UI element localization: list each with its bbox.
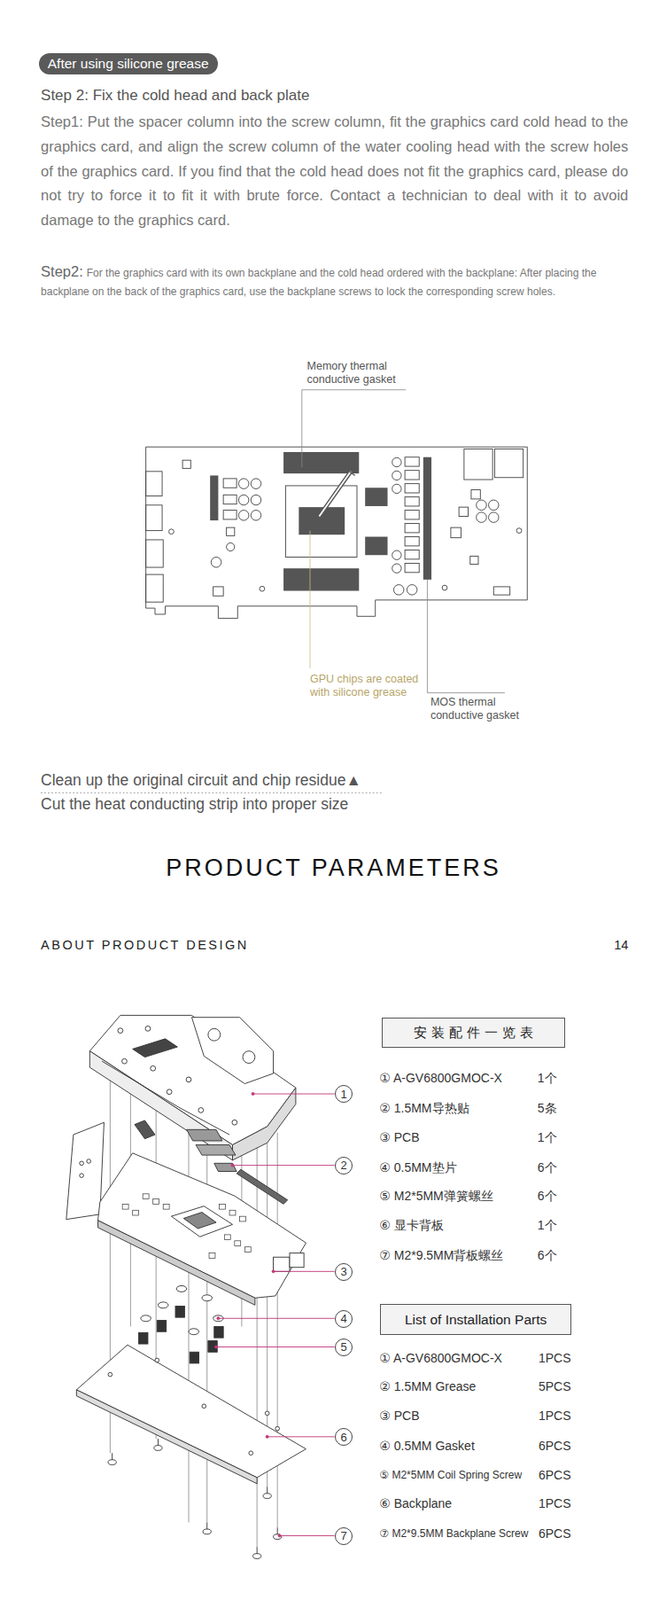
parts-qty: 1个	[537, 1070, 558, 1086]
heading-text: List of Installation Parts	[404, 1310, 547, 1327]
parts-item: ③ PCB	[379, 1129, 419, 1145]
parts-item: ① A-GV6800GMOC-X	[379, 1070, 503, 1086]
callout-text: 7	[340, 1527, 347, 1542]
part-label: Memory thermal conductive gasket	[307, 359, 410, 387]
parts-qty: 5PCS	[538, 1378, 572, 1394]
parts-qty: 6个	[537, 1187, 558, 1203]
parts-qty: 1PCS	[538, 1495, 572, 1511]
callout-number: 4	[334, 1309, 353, 1327]
parts-item: ② 1.5MM导热贴	[379, 1100, 469, 1116]
note-text: Clean up the original circuit and chip r…	[40, 770, 362, 790]
parts-item: ② 1.5MM Grease	[379, 1378, 476, 1394]
step-paragraph: Step1: Put the spacer column into the sc…	[40, 109, 629, 233]
pill-text: After using silicone grease	[47, 55, 210, 72]
syringe-icon	[318, 469, 355, 517]
parts-qty: 6个	[537, 1247, 558, 1263]
step-label: Step2:	[40, 263, 84, 280]
step-text: For the graphics card with its own backp…	[40, 266, 597, 298]
parts-item: ⑤ M2*5MM弹簧螺丝	[379, 1187, 493, 1203]
callout-text: 5	[340, 1339, 347, 1353]
callout-number: 2	[334, 1155, 353, 1174]
parts-item: ⑥ Backplane	[379, 1495, 452, 1511]
parts-item: ⑤ M2*5MM Coil Spring Screw	[379, 1467, 522, 1481]
parts-item: ⑦ M2*9.5MM背板螺丝	[379, 1247, 504, 1263]
parts-item: ① A-GV6800GMOC-X	[379, 1349, 503, 1366]
callout-text: 3	[340, 1264, 347, 1278]
exploded-view	[66, 1014, 307, 1558]
callout-number: 5	[334, 1337, 353, 1356]
page-title: PRODUCT PARAMETERS	[0, 853, 667, 882]
part-label: GPU chips are coated with silicone greas…	[310, 672, 427, 699]
step-heading: Step 2: Fix the cold head and back plate	[40, 86, 310, 105]
parts-qty: 6PCS	[538, 1437, 572, 1453]
callout-number: 3	[334, 1262, 353, 1280]
pcb-top-view	[146, 446, 528, 618]
part-label: MOS thermal conductive gasket	[430, 695, 530, 722]
parts-qty: 1PCS	[538, 1349, 572, 1366]
parts-qty: 6PCS	[538, 1525, 572, 1541]
parts-qty: 6PCS	[538, 1466, 572, 1482]
page-number: 14	[613, 937, 629, 953]
callout-number: 7	[334, 1526, 353, 1544]
parts-qty: 1个	[537, 1217, 558, 1233]
step2-paragraph: Step2:For the graphics card with its own…	[40, 263, 629, 301]
parts-item: ⑦ M2*9.5MM Backplane Screw	[379, 1526, 528, 1539]
parts-item: ④ 0.5MM Gasket	[379, 1437, 474, 1453]
parts-qty: 6个	[537, 1159, 558, 1175]
callout-text: 4	[340, 1310, 347, 1325]
parts-item: ④ 0.5MM垫片	[379, 1159, 457, 1175]
callout-number: 1	[334, 1084, 353, 1102]
callout-leaders	[215, 1092, 335, 1536]
thermal-pads	[209, 451, 432, 591]
section-pill: After using silicone grease	[38, 53, 218, 75]
leader-lines	[40, 389, 505, 793]
callout-text: 1	[340, 1086, 347, 1101]
table-heading-box: 安装配件一览表	[381, 1016, 566, 1048]
callout-number: 6	[334, 1427, 353, 1445]
parts-item: ③ PCB	[379, 1407, 419, 1423]
parts-qty: 1PCS	[538, 1407, 572, 1423]
table-heading-box: List of Installation Parts	[380, 1302, 571, 1334]
callout-text: 2	[340, 1157, 347, 1172]
section-heading: ABOUT PRODUCT DESIGN	[40, 937, 249, 953]
parts-qty: 5条	[537, 1100, 558, 1116]
note-text: Cut the heat conducting strip into prope…	[40, 794, 349, 814]
parts-qty: 1个	[537, 1129, 558, 1145]
callout-text: 6	[340, 1429, 347, 1443]
heading-text: 安装配件一览表	[413, 1023, 538, 1041]
parts-item: ⑥ 显卡背板	[379, 1217, 443, 1233]
